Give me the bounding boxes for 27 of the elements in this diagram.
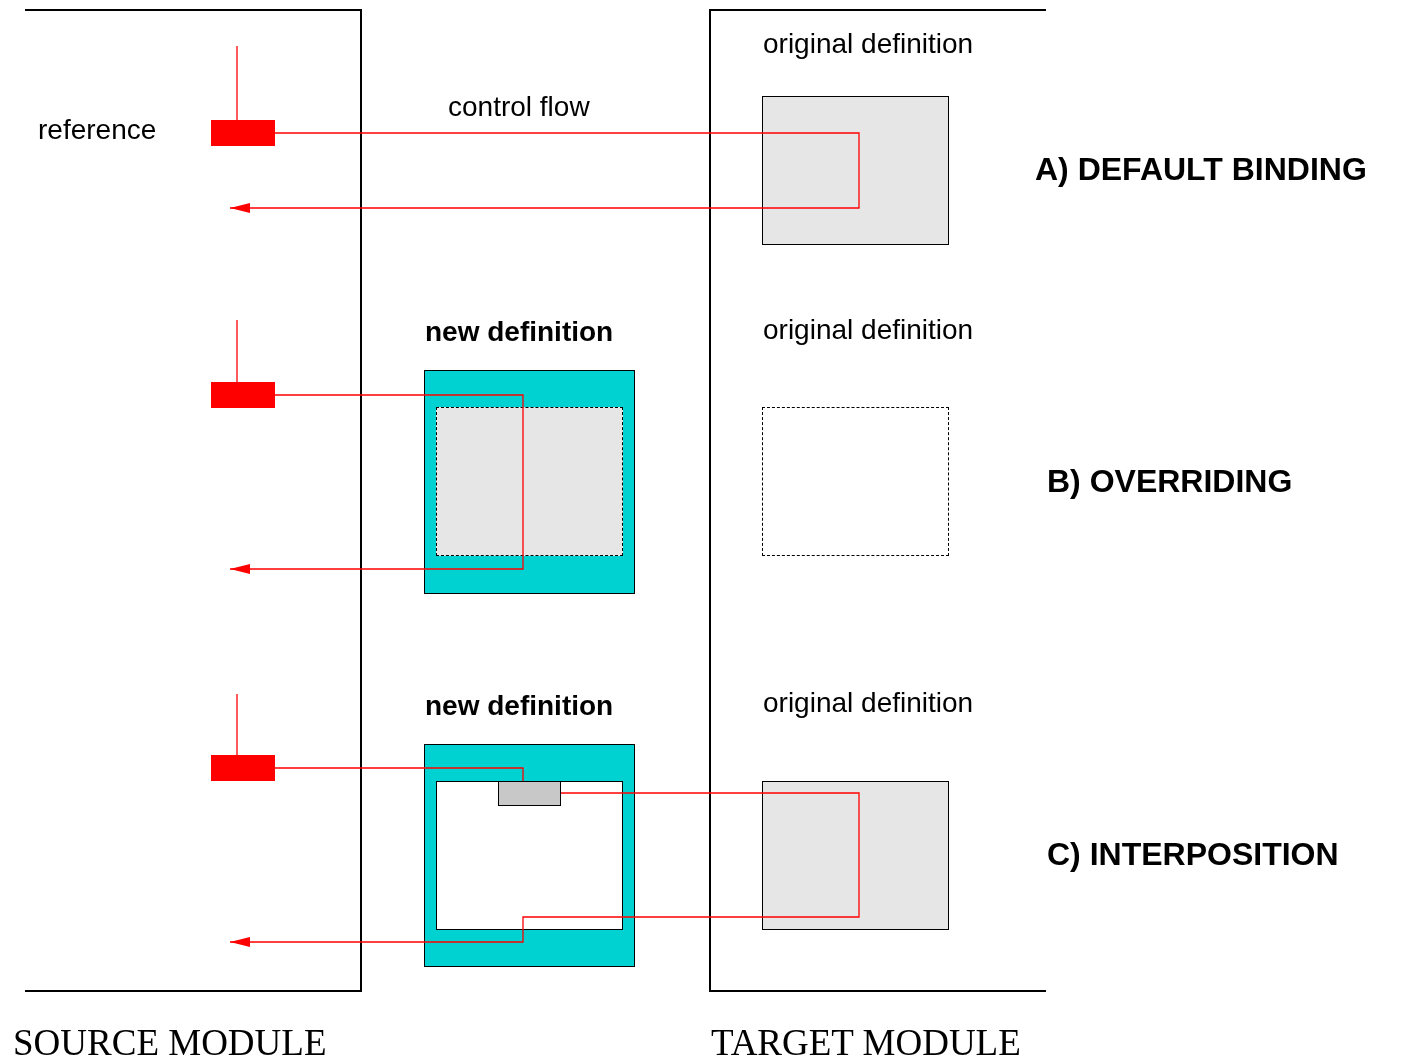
section-title: C) INTERPOSITION [1047,837,1339,873]
definition-heading: new definition [425,691,614,722]
arrow [229,132,860,213]
section-title: B) OVERRIDING [1047,464,1293,500]
wrapper-body-box [436,781,623,930]
module-label: TARGET MODULE [711,1023,1021,1060]
edge-label: control flow [448,92,590,123]
definition-heading: original definition [763,29,974,60]
reference-bar [211,382,275,408]
section-title: A) DEFAULT BINDING [1035,152,1367,188]
arrow [229,406,524,574]
connector-line [274,767,524,782]
connector-line [236,319,238,383]
connector-line [236,693,238,756]
definition-heading: original definition [763,315,974,346]
module-label: SOURCE MODULE [13,1023,327,1060]
connector-line [236,45,238,121]
overridden-definition-box [436,407,623,556]
arrow [229,792,860,947]
connector-line [560,792,761,794]
definition-heading: new definition [425,317,614,348]
reference-bar [211,755,275,781]
call-stub-box [498,781,561,806]
connector-line [274,394,524,408]
connector-line [274,132,761,134]
reference-label: reference [38,115,157,146]
definition-heading: original definition [763,688,974,719]
